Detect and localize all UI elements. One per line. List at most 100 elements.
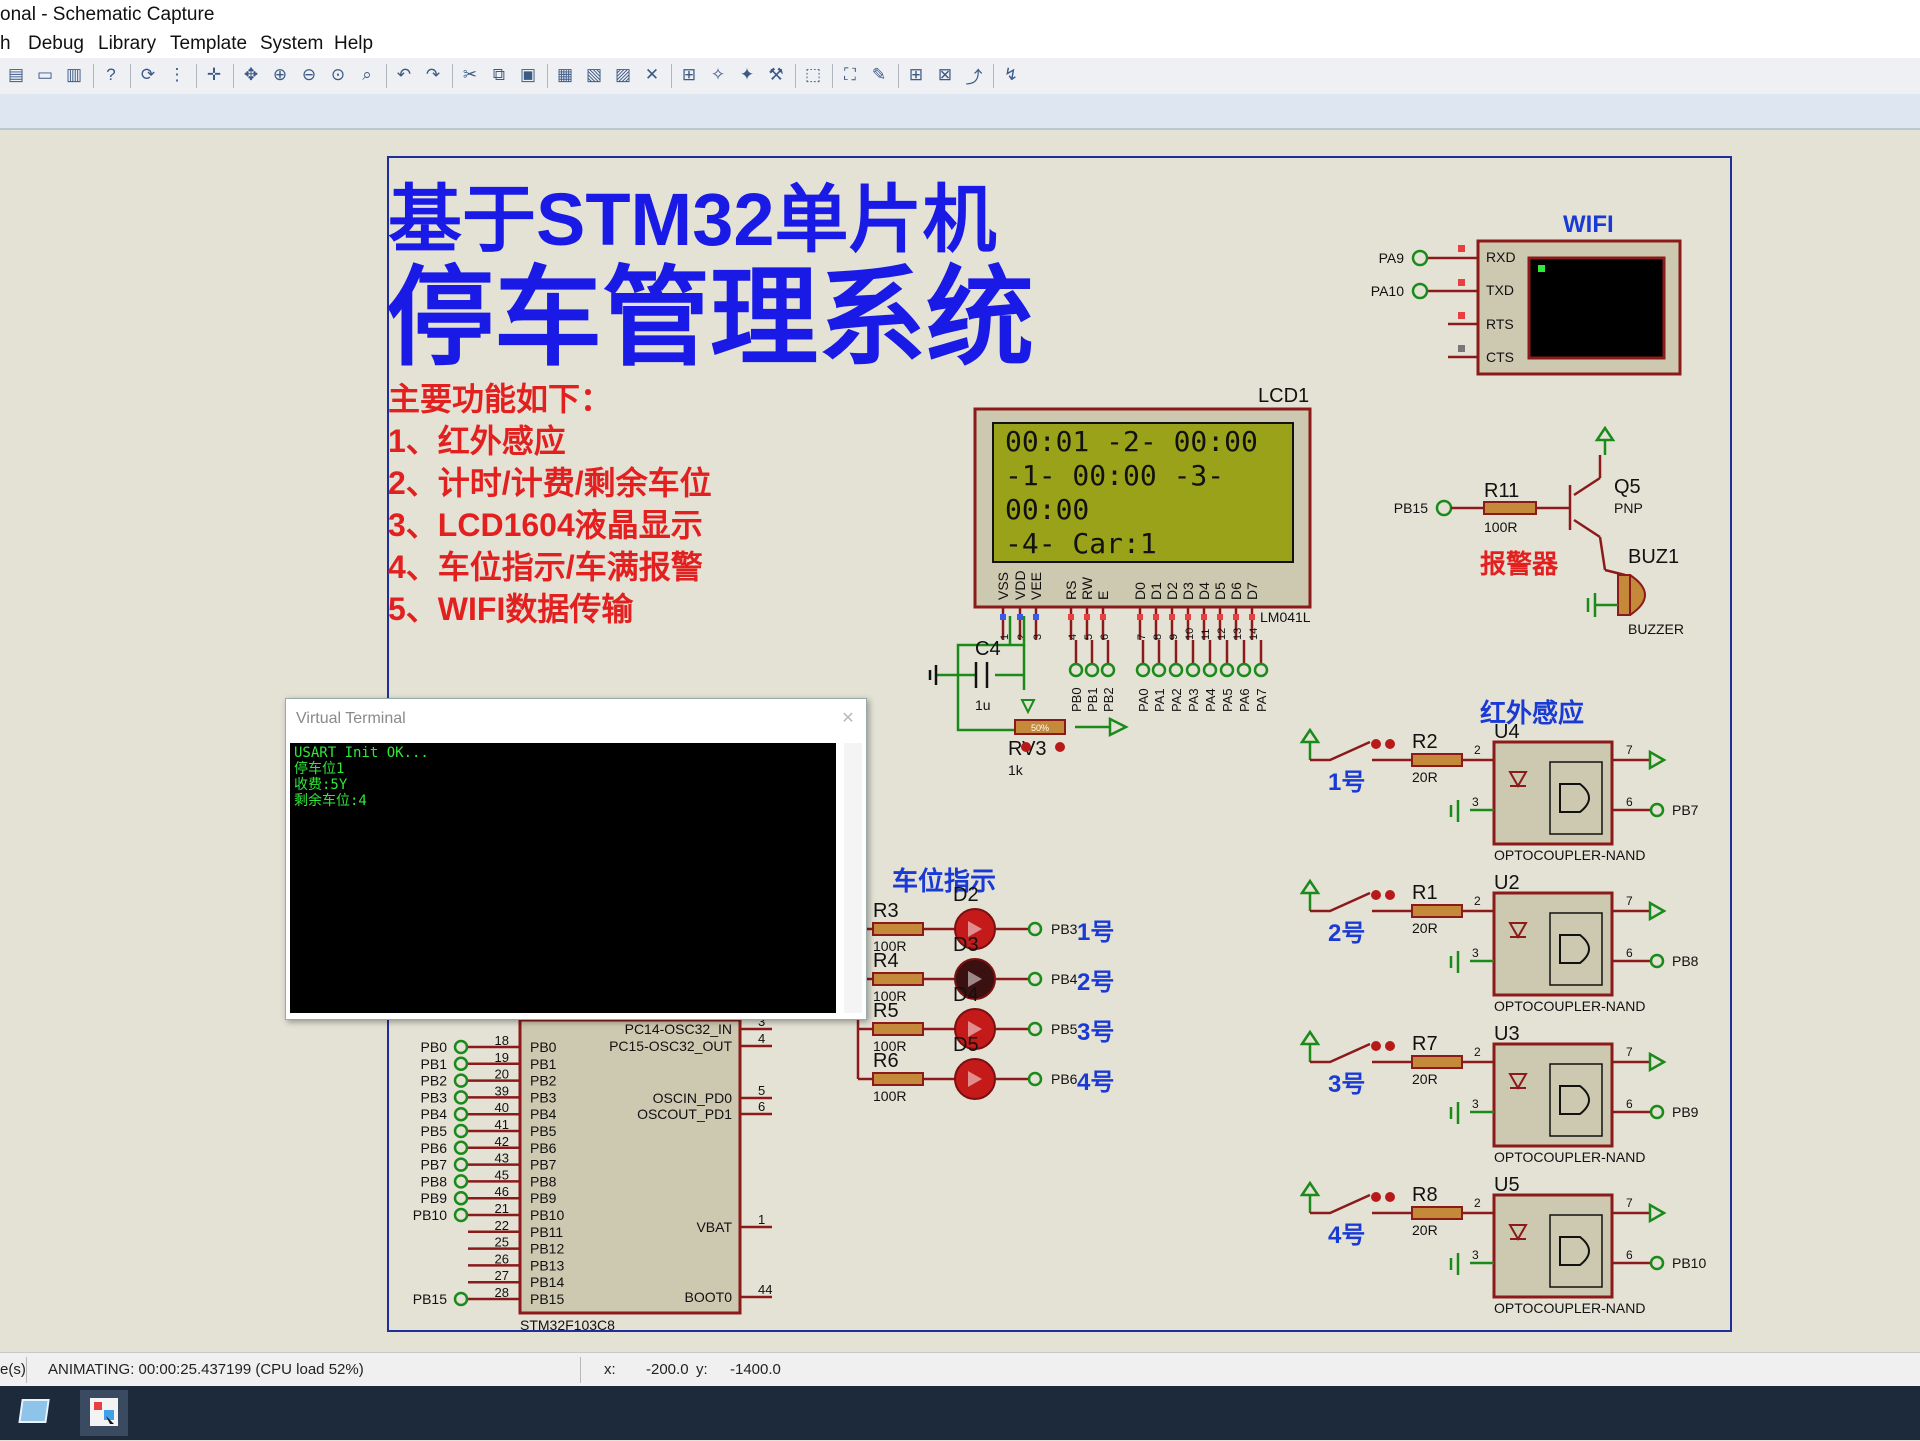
mcu-pin-number: 5 [758,1083,765,1098]
lcd-module[interactable]: LCD1 00:01 -2- 00:00 -1- 00:00 -3- 00:00… [973,385,1312,712]
mcu-pin-label: PB15 [530,1291,564,1307]
terminal-scrollbar[interactable] [844,743,862,1013]
ir-res-val: 20R [1412,769,1438,785]
new-sheet-icon[interactable]: ▤ [7,65,25,84]
lcd-line-2: -1- 00:00 -3- [1005,459,1224,492]
contrast-circuit[interactable]: C4 1u 50% RV3 1k [928,616,1129,778]
zoom-in-icon[interactable]: ⊕ [272,65,288,84]
terminal-screen[interactable]: USART Init OK... 停车位1 收费:5Y 剩余车位:4 [290,743,836,1013]
alarm-circuit[interactable]: PB15 R11 100R Q5 PNP 报警器 BUZ1 BUZZER [1394,425,1684,637]
mcu-net-label: PB8 [421,1173,448,1189]
led-number: 4号 [1077,1069,1114,1096]
lcd-net-label: PA0 [1136,688,1151,712]
new-sheet-icon-2[interactable]: ⊞ [908,65,924,84]
menu-item-help[interactable]: Help [334,33,374,54]
menu-item-template[interactable]: Template [170,33,248,54]
goto-sheet-icon[interactable]: ⤴ [965,67,983,87]
lcd-net-label: PA6 [1237,688,1252,712]
app-icon-1[interactable] [14,1390,62,1436]
mcu-net-label: PB1 [421,1056,448,1072]
mcu-pin-label: PB8 [530,1173,557,1189]
ir-res-val: 20R [1412,1222,1438,1238]
app-icon-2[interactable] [80,1390,128,1436]
netlist-icon[interactable]: ↯ [1003,65,1019,84]
ir-chip-ref: U3 [1494,1023,1520,1045]
lcd-pin-number: 14 [1248,628,1260,640]
terminal-header[interactable]: Virtual Terminal ✕ [286,699,866,739]
pick-device-icon[interactable]: ⊞ [681,65,697,84]
ir-chip-ref: U5 [1494,1174,1520,1196]
report-icon[interactable]: ▥ [65,65,83,84]
refresh-icon[interactable]: ⟳ [140,65,156,84]
block-move-icon[interactable]: ▧ [585,65,603,84]
menu-item-library[interactable]: Library [98,33,157,54]
led-ref: D2 [953,884,979,906]
lcd-pin-number: 5 [1083,634,1095,640]
make-device-icon[interactable]: ✧ [710,65,726,84]
ir-pin-number: 2 [1474,743,1481,757]
zoom-all-icon[interactable]: ⊙ [330,65,346,84]
terminal-line: 剩余车位:4 [294,793,367,809]
mcu-pin-label: PC15-OSC32_OUT [609,1038,732,1054]
mcu-net-label: PB2 [421,1073,448,1089]
close-icon[interactable]: ✕ [841,710,855,727]
mcu-pin-number: 1 [758,1212,765,1227]
grid-icon[interactable]: ⋮ [168,65,186,84]
mcu-pin-label: PB0 [530,1039,557,1055]
lcd-line-1: 00:01 -2- 00:00 [1005,425,1258,458]
lcd-pin-number: 11 [1200,629,1212,640]
pan-icon[interactable]: ✥ [243,65,259,84]
menu-item-debug[interactable]: Debug [28,33,84,54]
wifi-module[interactable]: WIFI RXD TXD RTS CTS PA9 PA10 [1371,211,1682,376]
schematic-canvas[interactable]: 基于STM32单片机 停车管理系统 主要功能如下： 1、红外感应 2、计时/计费… [0,130,1920,1352]
search-tag-icon[interactable]: ⛶ [844,65,856,84]
mcu-pin-number: 3 [758,1014,765,1029]
property-assign-icon[interactable]: ✎ [871,65,887,84]
lcd-net-label: PA5 [1220,688,1235,712]
ir-channel-number: 2号 [1328,920,1365,947]
packaging-icon[interactable]: ✦ [739,65,755,84]
remove-sheet-icon[interactable]: ⊠ [937,65,953,84]
transistor-ref: Q5 [1614,476,1641,498]
block-delete-icon[interactable]: ✕ [644,65,660,84]
lcd-pin-number: 10 [1184,628,1196,640]
wire-autorouter-icon[interactable]: ⬚ [804,65,822,84]
bom-icon[interactable]: ▭ [36,65,54,84]
help-icon[interactable]: ? [106,65,116,84]
redo-icon[interactable]: ↷ [425,65,441,84]
mcu-pin-number: 27 [495,1268,509,1283]
cap-ref: C4 [975,638,1001,660]
undo-icon[interactable]: ↶ [396,65,412,84]
status-left: e(s) [0,1361,26,1378]
block-rotate-icon[interactable]: ▨ [614,65,632,84]
mcu-net-label: PB3 [421,1089,448,1105]
ir-res-val: 20R [1412,920,1438,936]
lcd-pin-label: D6 [1228,582,1244,600]
copy-icon[interactable]: ⧉ [492,65,506,84]
mcu-pin-label: PB11 [530,1224,563,1240]
lcd-pin-label: RW [1079,576,1095,600]
ir-pin-number: 7 [1626,894,1633,908]
mcu-pin-number: 21 [495,1201,509,1216]
paste-icon[interactable]: ▣ [519,65,537,84]
zoom-area-icon[interactable]: ⌕ [362,65,372,84]
decompose-icon[interactable]: ⚒ [768,65,784,84]
mcu-pin-number: 6 [758,1099,765,1114]
virtual-terminal-window[interactable]: Virtual Terminal ✕ USART Init OK... 停车位1… [285,698,867,1020]
menu-item-graph[interactable]: h [0,33,11,54]
origin-icon[interactable]: ✛ [206,65,222,84]
block-copy-icon[interactable]: ▦ [556,65,574,84]
menu-item-system[interactable]: System [260,33,324,54]
mcu-net-label: PB10 [413,1207,447,1223]
zoom-out-icon[interactable]: ⊖ [301,65,317,84]
cut-icon[interactable]: ✂ [462,65,478,84]
